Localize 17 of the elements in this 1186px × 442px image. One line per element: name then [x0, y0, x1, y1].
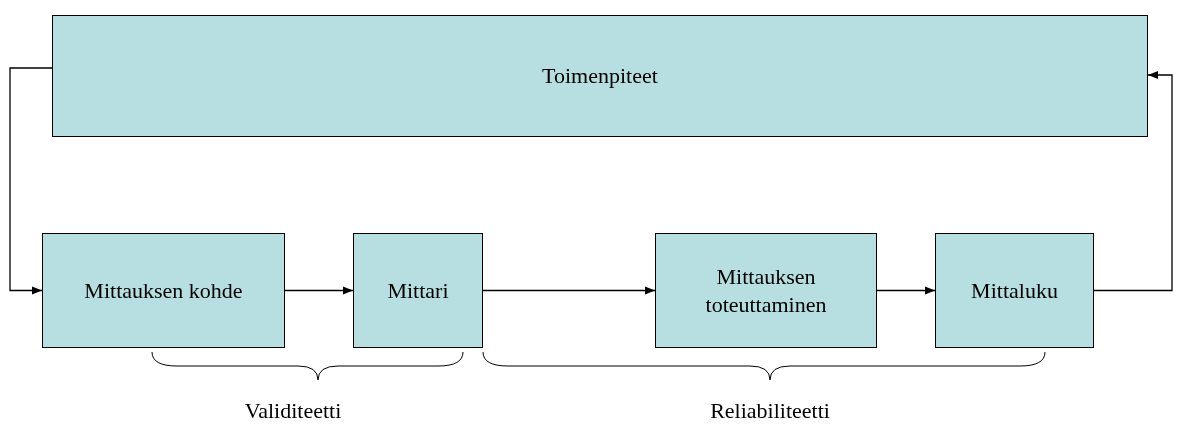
box-label: Mittauksen toteuttaminen	[704, 263, 828, 318]
brace-label: Reliabiliteetti	[710, 398, 830, 424]
process-box	[655, 233, 877, 348]
box-label: Mittari	[387, 276, 449, 305]
box-label: Mittaluku	[971, 276, 1058, 305]
process-box	[353, 233, 483, 348]
arrow	[9, 67, 53, 295]
arrow	[876, 286, 936, 295]
arrow	[1093, 71, 1173, 292]
process-box	[42, 233, 285, 348]
box-label: Mittauksen kohde	[84, 276, 243, 305]
arrow	[284, 286, 354, 295]
process-box	[52, 15, 1148, 137]
process-box	[935, 233, 1094, 348]
arrow	[482, 286, 656, 295]
brace-label: Validiteetti	[244, 398, 342, 424]
box-label: Toimenpiteet	[542, 62, 658, 90]
